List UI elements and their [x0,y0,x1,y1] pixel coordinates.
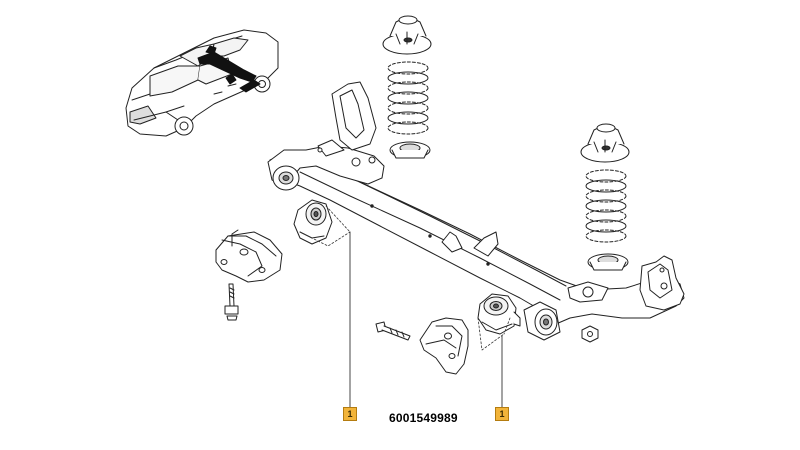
bolt-right [375,321,411,341]
axle-beam [269,151,685,325]
bolt-left [224,283,239,321]
spring-seat-top-left [382,15,432,55]
mounting-bracket-left [215,229,283,283]
spring-seat-top-right [580,123,630,163]
callout-tag-1: 1 [343,407,357,421]
right-beam-bush [523,301,561,341]
coil-spring-right [580,123,630,271]
right-trailing-arm [567,255,685,311]
callout-lines [349,231,503,408]
leader-lines [299,205,511,351]
part-number-label: 6001549989 [389,411,458,425]
nut-right [581,325,599,343]
mounting-bracket-right [419,317,469,375]
silent-block-right [477,293,521,335]
spring-seat-bottom-right [587,253,629,271]
coil-spring-left [382,15,432,159]
car-thumbnail [125,29,279,137]
callout-tag-2: 1 [495,407,509,421]
spring-seat-bottom-left [389,141,431,159]
left-beam-bush [272,165,300,191]
